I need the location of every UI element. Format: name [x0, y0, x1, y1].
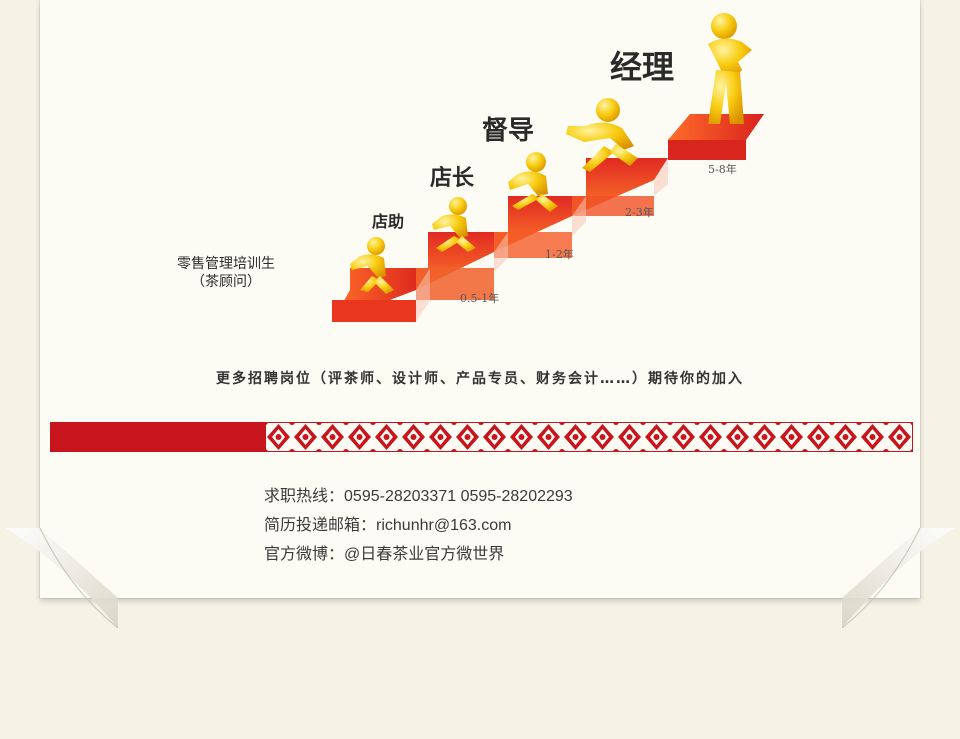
years-label-3: 2-3年: [625, 206, 654, 219]
runner-figure-4: [566, 98, 638, 172]
stair-riser-1: [332, 300, 416, 322]
runner-figure-1: [350, 237, 394, 294]
years-label-4: 5-8年: [708, 163, 737, 176]
runner-figure-3: [508, 152, 558, 212]
email-row: 简历投递邮箱：richunhr@163.com: [264, 511, 573, 540]
level2-title: 店助: [372, 212, 405, 231]
hotline-label: 求职热线：: [264, 488, 345, 505]
hotline-value: 0595-28203371 0595-28202293: [344, 488, 573, 505]
level4-title: 督导: [482, 116, 535, 146]
paper-cut-pattern-band: [265, 422, 913, 452]
level3-title: 店长: [430, 166, 475, 191]
level5-title: 经理: [610, 48, 675, 86]
contact-info: 求职热线：0595-28203371 0595-28202293 简历投递邮箱：…: [264, 482, 573, 569]
email-value[interactable]: richunhr@163.com: [376, 517, 512, 534]
tagline: 更多招聘岗位（评茶师、设计师、产品专员、财务会计……）期待你的加入: [216, 371, 744, 387]
years-label-2: 1-2年: [545, 248, 574, 261]
red-band: [50, 422, 265, 452]
weibo-row: 官方微博：@日春茶业官方微世界: [264, 540, 573, 569]
manager-figure: [708, 13, 752, 124]
hotline-row: 求职热线：0595-28203371 0595-28202293: [264, 482, 573, 511]
level1-title-line1: 零售管理培训生: [177, 256, 275, 272]
weibo-label: 官方微博：: [264, 546, 345, 563]
runner-figure-2: [432, 197, 476, 252]
years-label-1: 0.5-1年: [460, 292, 500, 305]
email-label: 简历投递邮箱：: [264, 517, 377, 534]
weibo-value[interactable]: @日春茶业官方微世界: [344, 546, 505, 563]
level1-title: 零售管理培训生 （茶顾问）: [177, 255, 275, 291]
level1-title-line2: （茶顾问）: [191, 274, 261, 290]
